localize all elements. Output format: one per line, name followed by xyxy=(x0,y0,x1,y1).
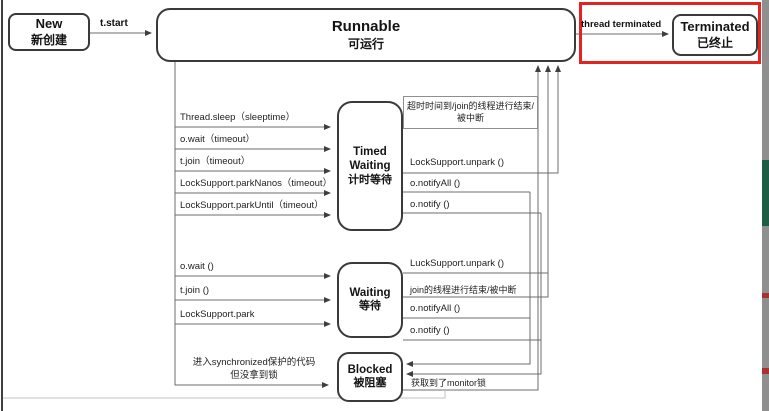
edge-patch-red xyxy=(762,368,769,374)
state-label-en: New xyxy=(35,16,63,32)
state-label-zh: 计时等待 xyxy=(348,173,392,186)
edge-label-notifyall-waiting: o.notifyAll () xyxy=(410,303,461,314)
edge-patch-red xyxy=(762,293,769,298)
edge-label-locksupport-park: LockSupport.park xyxy=(180,309,255,320)
edge-label-notify-waiting: o.notify () xyxy=(410,325,450,336)
state-node-waiting: Waiting 等待 xyxy=(337,262,403,338)
edge-label-parknanos: LockSupport.parkNanos（timeout） xyxy=(180,178,333,189)
timeout-line2: 被中断 xyxy=(456,112,484,123)
state-label-en: Runnable xyxy=(331,18,401,36)
state-label-zh: 可运行 xyxy=(347,36,384,51)
edge-label-owait-timeout: o.wait（timeout） xyxy=(180,134,255,145)
edge-label-parkuntil: LockSupport.parkUntil（timeout） xyxy=(180,200,324,211)
edge-label-tjoin: t.join () xyxy=(180,285,210,296)
edge-label-thread-sleep: Thread.sleep（sleeptime） xyxy=(180,112,296,123)
edge-patch-green xyxy=(762,160,769,226)
state-label-zh: 等待 xyxy=(359,300,381,313)
edge-label-notify-timed: o.notify () xyxy=(410,199,450,210)
edge-label-unpark-timed: LockSupport.unpark () xyxy=(410,157,504,168)
state-label-en: Waiting xyxy=(349,286,391,299)
edge-label-notifyall-timed: o.notifyAll () xyxy=(410,178,461,189)
edge-label-join-end: join的线程进行结束/被中断 xyxy=(410,285,517,295)
state-label-en: Waiting xyxy=(349,160,391,173)
state-label-en: Blocked xyxy=(347,363,393,376)
edge-label-owait: o.wait () xyxy=(180,261,214,272)
edge-label-got-monitor-lock: 获取到了monitor锁 xyxy=(411,378,487,388)
edge-label-enter-synchronized: 进入synchronized保护的代码 但没拿到锁 xyxy=(178,357,330,383)
state-label-en: Terminated xyxy=(680,19,750,35)
state-node-timed-waiting: Timed Waiting 计时等待 xyxy=(337,101,403,231)
state-node-new: New 新创建 xyxy=(8,13,90,51)
state-label-zh: 被阻塞 xyxy=(353,377,387,390)
background-window-left-edge xyxy=(1,0,3,411)
edge-label-thread-terminated: thread terminated xyxy=(581,19,662,30)
highlight-red-frame xyxy=(579,2,761,64)
state-label-zh: 新创建 xyxy=(30,32,67,47)
edge-label-unpark-waiting: LuckSupport.unpark () xyxy=(410,258,504,269)
state-label-en: Timed xyxy=(353,145,387,158)
enter-synchronized-line1: 进入synchronized保护的代码 xyxy=(192,357,316,368)
edge-label-tjoin-timeout: t.join（timeout） xyxy=(180,156,251,167)
edge-label-t-start: t.start xyxy=(100,18,128,29)
state-label-zh: 已终止 xyxy=(696,35,733,50)
edge-label-timeout-box: 超时时间到/join的线程进行结束/ 被中断 xyxy=(403,96,538,129)
state-node-terminated: Terminated 已终止 xyxy=(672,14,758,56)
state-node-blocked: Blocked 被阻塞 xyxy=(337,352,403,402)
timeout-line1: 超时时间到/join的线程进行结束/ xyxy=(406,100,534,111)
state-node-runnable: Runnable 可运行 xyxy=(156,8,576,62)
enter-synchronized-line2: 但没拿到锁 xyxy=(230,369,278,381)
background-window-right-edge xyxy=(762,0,769,411)
